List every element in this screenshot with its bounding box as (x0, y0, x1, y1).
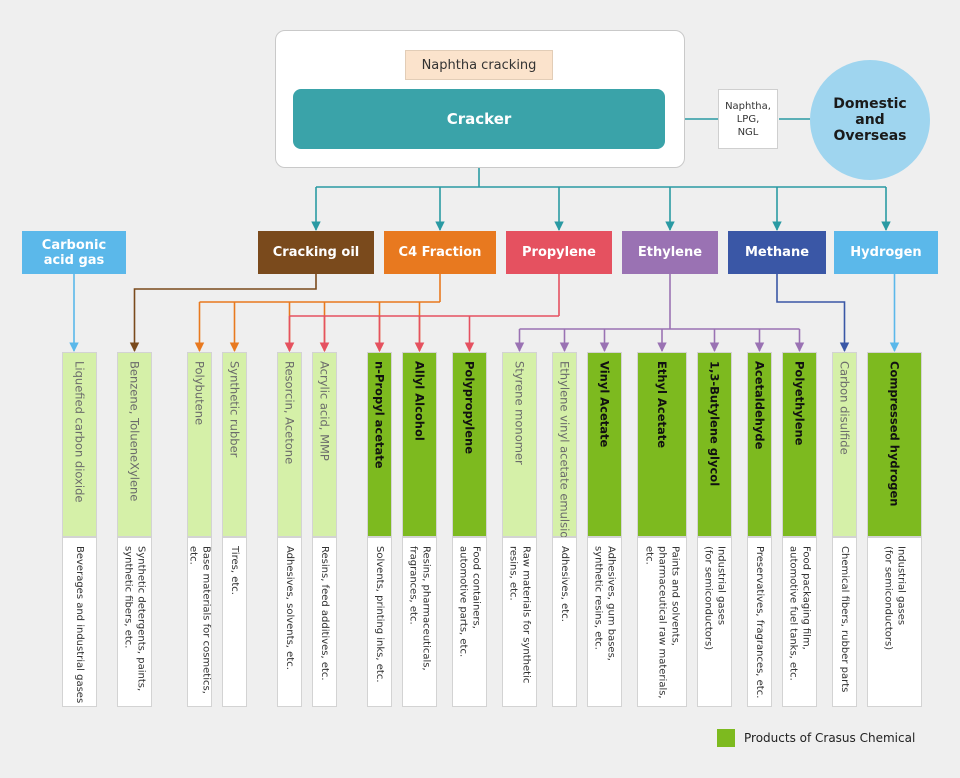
product-label: Benzene, TolueneXylene (127, 361, 142, 502)
application-box: Adhesives, solvents, etc. (277, 537, 302, 707)
legend-swatch (717, 729, 735, 747)
product-label: Liquefied carbon dioxide (72, 361, 87, 503)
application-label: Industrial gases (for semiconductors) (702, 546, 727, 651)
product-label: Polybutene (192, 361, 207, 426)
product-box: Synthetic rubber (222, 352, 247, 537)
feedstock-box: Naphtha, LPG, NGL (718, 89, 778, 149)
application-label: Adhesives, gum bases, synthetic resins, … (592, 546, 617, 661)
application-box: Resins, feed additives, etc. (312, 537, 337, 707)
product-label: Vinyl Acetate (597, 361, 612, 448)
product-box: Compressed hydrogen (867, 352, 922, 537)
stage-label: Naphtha cracking (405, 50, 553, 80)
product-box: Acrylic acid, MMP (312, 352, 337, 537)
application-label: Adhesives, etc. (559, 546, 570, 622)
application-box: Synthetic detergents, paints, synthetic … (117, 537, 152, 707)
application-label: Solvents, printing inks, etc. (374, 546, 385, 683)
application-box: Industrial gases (for semiconductors) (867, 537, 922, 707)
product-label: Carbon disulfide (837, 361, 852, 455)
product-box: Polypropylene (452, 352, 487, 537)
application-label: Base materials for cosmetics, etc. (187, 546, 212, 694)
product-label: n-Propyl acetate (372, 361, 387, 469)
product-label: 1,3-Butylene glycol (707, 361, 722, 487)
application-box: Preservatives, fragrances, etc. (747, 537, 772, 707)
product-label: Styrene monomer (512, 361, 527, 465)
product-label: Compressed hydrogen (887, 361, 902, 507)
fraction-carbonic: Carbonic acid gas (22, 231, 126, 274)
product-box: Ethylene vinyl acetate emulsion (552, 352, 577, 546)
product-box: Styrene monomer (502, 352, 537, 537)
application-label: Food packaging film, automotive fuel tan… (787, 546, 812, 681)
application-box: Resins, pharmaceuticals, fragrances, etc… (402, 537, 437, 707)
product-box: Acetaldehyde (747, 352, 772, 537)
product-box: Vinyl Acetate (587, 352, 622, 537)
application-label: Industrial gases (for semiconductors) (882, 546, 907, 651)
application-box: Industrial gases (for semiconductors) (697, 537, 732, 707)
product-box: Polyethylene (782, 352, 817, 537)
fraction-ethylene: Ethylene (622, 231, 718, 274)
application-label: Synthetic detergents, paints, synthetic … (122, 546, 147, 692)
fraction-c4: C4 Fraction (384, 231, 496, 274)
application-box: Chemical fibers, rubber parts (832, 537, 857, 707)
source-circle: Domestic and Overseas (810, 60, 930, 180)
product-box: Polybutene (187, 352, 212, 537)
application-label: Food containers, automotive parts, etc. (457, 546, 482, 658)
application-box: Beverages and industrial gases (62, 537, 97, 707)
product-label: Polypropylene (462, 361, 477, 455)
product-label: Allyl Alcohol (412, 361, 427, 441)
product-label: Acrylic acid, MMP (317, 361, 332, 461)
application-label: Tires, etc. (229, 546, 240, 595)
application-label: Raw materials for synthetic resins, etc. (507, 546, 532, 684)
product-box: 1,3-Butylene glycol (697, 352, 732, 537)
application-label: Resins, feed additives, etc. (319, 546, 330, 681)
product-box: Liquefied carbon dioxide (62, 352, 97, 537)
application-box: Food packaging film, automotive fuel tan… (782, 537, 817, 707)
product-box: Carbon disulfide (832, 352, 857, 537)
fraction-cracking_oil: Cracking oil (258, 231, 374, 274)
application-box: Food containers, automotive parts, etc. (452, 537, 487, 707)
legend-label: Products of Crasus Chemical (744, 731, 916, 745)
product-box: n-Propyl acetate (367, 352, 392, 537)
application-box: Tires, etc. (222, 537, 247, 707)
product-box: Benzene, TolueneXylene (117, 352, 152, 537)
product-label: Synthetic rubber (227, 361, 242, 458)
application-label: Beverages and industrial gases (74, 546, 85, 704)
application-box: Adhesives, gum bases, synthetic resins, … (587, 537, 622, 707)
cracker-box: Cracker (293, 89, 665, 149)
fraction-hydrogen: Hydrogen (834, 231, 938, 274)
product-arrow (776, 274, 850, 352)
product-box: Allyl Alcohol (402, 352, 437, 537)
product-box: Ethyl Acetate (637, 352, 687, 537)
application-label: Resins, pharmaceuticals, fragrances, etc… (407, 546, 432, 671)
product-label: Ethylene vinyl acetate emulsion (557, 361, 572, 546)
product-label: Ethyl Acetate (655, 361, 669, 449)
product-label: Resorcin, Acetone (282, 361, 297, 465)
application-label: Chemical fibers, rubber parts (839, 546, 850, 693)
product-box: Resorcin, Acetone (277, 352, 302, 537)
application-box: Solvents, printing inks, etc. (367, 537, 392, 707)
product-arrow (129, 274, 317, 352)
product-label: Acetaldehyde (752, 361, 767, 450)
application-box: Paints and solvents, pharmaceutical raw … (637, 537, 687, 707)
fraction-methane: Methane (728, 231, 826, 274)
application-box: Adhesives, etc. (552, 537, 577, 707)
application-label: Adhesives, solvents, etc. (284, 546, 295, 670)
application-box: Base materials for cosmetics, etc. (187, 537, 212, 707)
application-label: Paints and solvents, pharmaceutical raw … (643, 546, 681, 699)
fraction-propylene: Propylene (506, 231, 612, 274)
application-label: Preservatives, fragrances, etc. (754, 546, 765, 699)
application-box: Raw materials for synthetic resins, etc. (502, 537, 537, 707)
product-label: Polyethylene (792, 361, 807, 446)
